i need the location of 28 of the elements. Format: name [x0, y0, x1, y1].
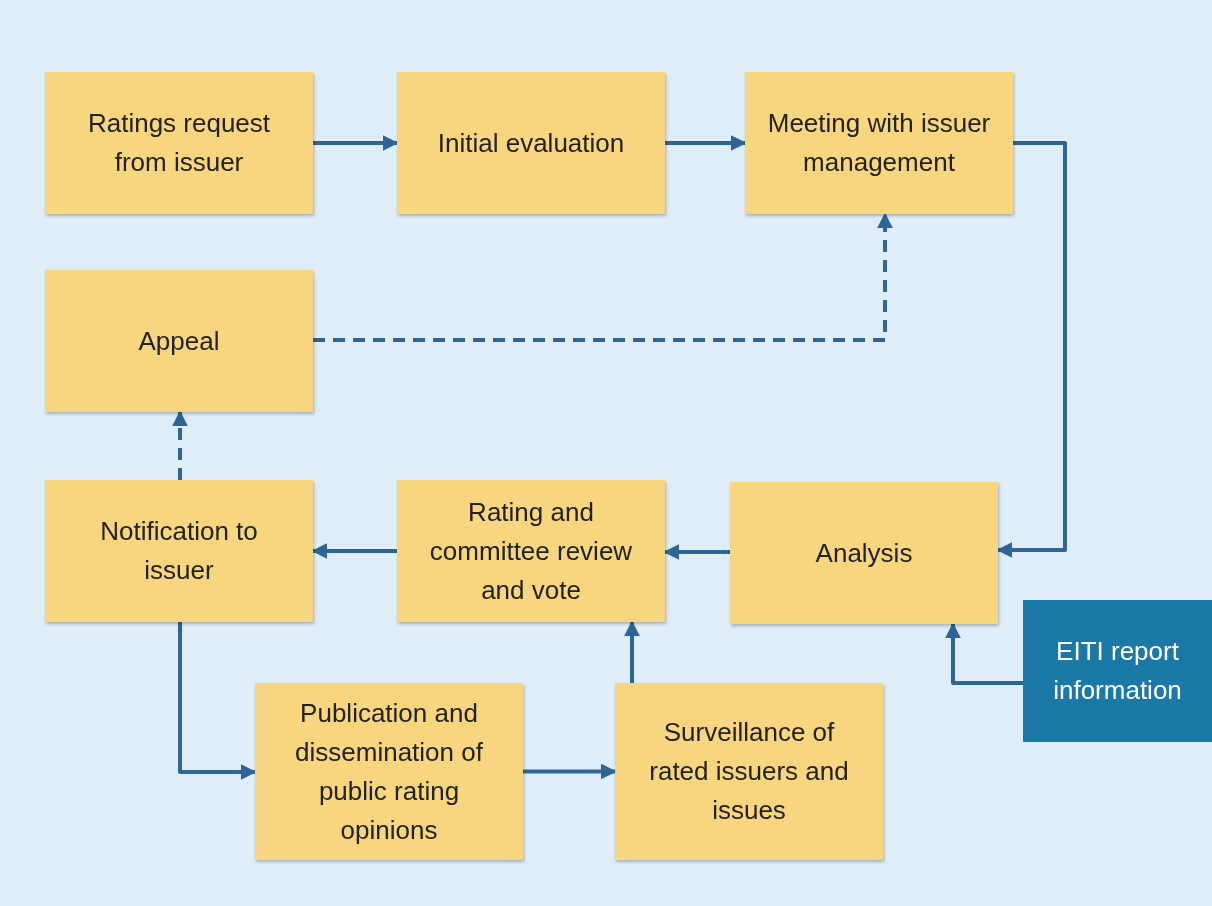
process-box: [730, 482, 998, 624]
arrow: [313, 135, 399, 151]
box-label: Analysis: [815, 536, 913, 570]
box-label: Notification to issuer: [99, 515, 259, 587]
box-label: Initial evaluation: [437, 126, 625, 160]
input-box: [1023, 600, 1212, 742]
process-box: [615, 683, 883, 860]
box-label: Meeting with issuer management: [766, 107, 992, 179]
box-label: Surveillance of rated issuers and issues: [648, 716, 850, 827]
arrow: [178, 622, 257, 780]
arrow: [945, 622, 1023, 685]
process-box: [397, 480, 665, 622]
process-box: [45, 480, 313, 622]
dashed-arrow: [313, 212, 893, 342]
process-box: [397, 72, 665, 214]
box-label: Ratings request from issuer: [86, 107, 272, 179]
process-box: [255, 683, 523, 860]
process-box: [45, 270, 313, 412]
box-label: Publication and dissemination of public rating opinions: [294, 696, 484, 847]
box-label: Rating and committee review and vote: [428, 495, 634, 607]
arrow: [665, 135, 747, 151]
arrow: [523, 763, 617, 780]
process-box: [745, 72, 1013, 214]
arrow: [624, 620, 640, 683]
process-box: [45, 72, 313, 214]
box-label: Appeal: [138, 324, 220, 358]
dashed-arrow: [172, 410, 188, 480]
box-label: EITI report information: [1052, 635, 1183, 707]
